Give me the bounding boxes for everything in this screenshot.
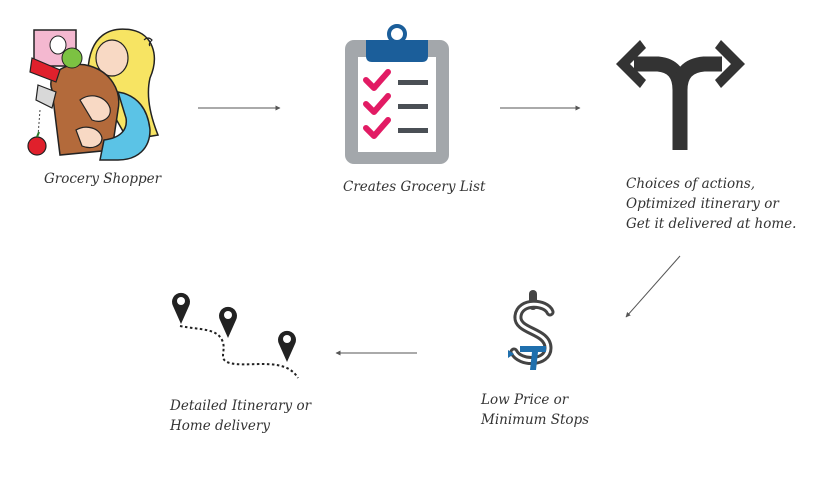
caption-line: Creates Grocery List — [343, 179, 486, 195]
caption-line: Low Price or — [481, 392, 569, 408]
arrow-choices-to-price — [625, 255, 681, 318]
dollar-sign-icon — [508, 290, 555, 370]
caption-grocery-shopper: Grocery Shopper — [44, 169, 161, 189]
clipboard-checklist-icon — [345, 24, 449, 164]
caption-line: Home delivery — [170, 418, 270, 434]
caption-detailed-itinerary: Detailed Itinerary or Home delivery — [170, 396, 311, 436]
caption-choices-of-actions: Choices of actions, Optimized itinerary … — [626, 174, 796, 234]
grocery-shopper-clipart — [27, 28, 160, 161]
caption-line: Detailed Itinerary or — [170, 398, 312, 414]
map-route-pins-icon — [172, 292, 299, 379]
caption-low-price-or-minimum-stops: Low Price or Minimum Stops — [481, 390, 589, 430]
caption-line: Optimized itinerary or — [626, 196, 779, 212]
split-arrows-icon — [616, 40, 745, 150]
caption-line: Get it delivered at home. — [626, 216, 797, 232]
caption-line: Choices of actions, — [626, 176, 756, 192]
caption-line: Minimum Stops — [481, 412, 590, 428]
caption-creates-grocery-list: Creates Grocery List — [343, 177, 485, 197]
caption-line: Grocery Shopper — [44, 171, 162, 187]
